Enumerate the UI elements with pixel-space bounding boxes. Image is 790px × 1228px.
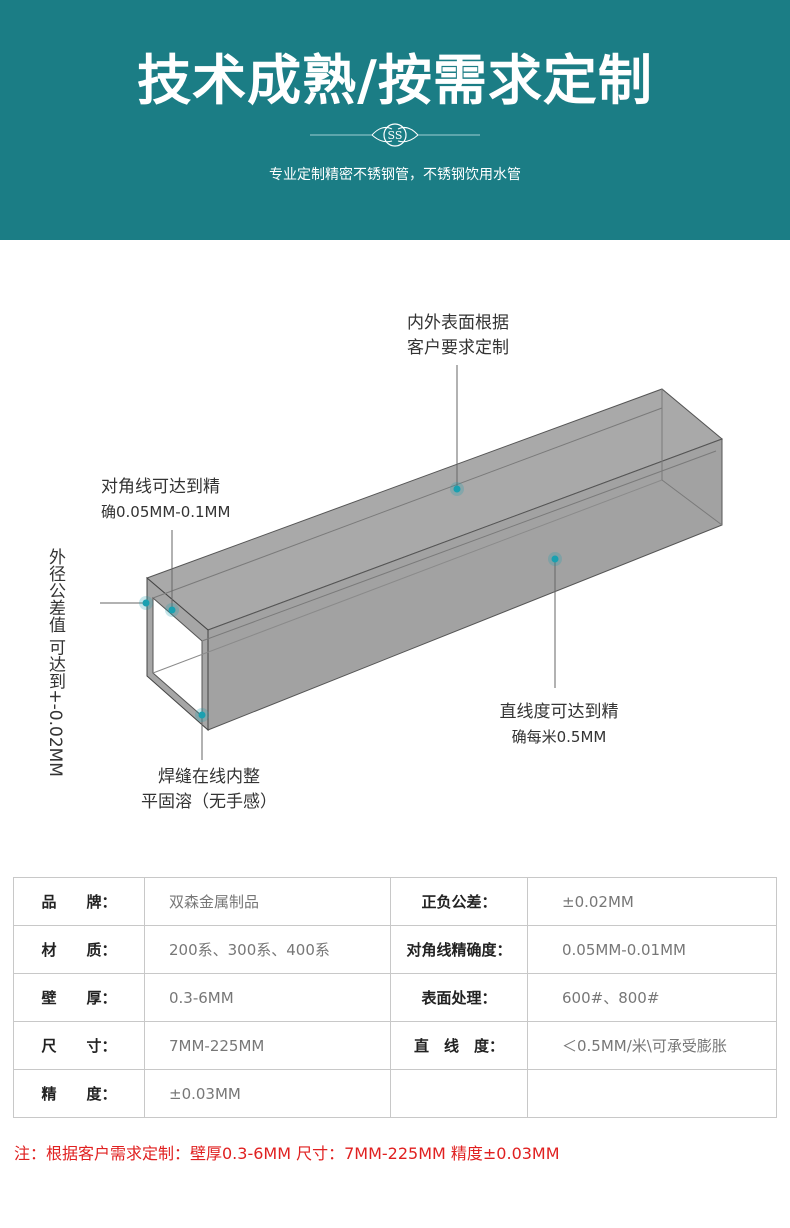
tube-illustration [100, 365, 723, 760]
svg-text:SS: SS [388, 129, 403, 142]
custom-note: 注：根据客户需求定制：壁厚0.3-6MM 尺寸：7MM-225MM 精度±0.0… [14, 1144, 560, 1163]
marker-straightness-icon [548, 552, 562, 566]
callout-diagonal: 对角线可达到精 确0.05MM-0.1MM [101, 477, 231, 521]
spec-key: 精 度： [13, 1069, 145, 1118]
spec-value: 7MM-225MM [144, 1021, 391, 1070]
page-subtitle: 专业定制精密不锈钢管，不锈钢饮用水管 [269, 167, 521, 183]
table-row: 材 质： 200系、300系、400系 对角线精确度： 0.05MM-0.01M… [13, 925, 777, 974]
spec-key: 直 线 度： [390, 1021, 528, 1070]
spec-value: 200系、300系、400系 [144, 925, 391, 974]
spec-value: ±0.03MM [144, 1069, 391, 1118]
spec-value [527, 1069, 777, 1118]
spec-key [390, 1069, 528, 1118]
spec-value: ±0.02MM [527, 877, 777, 926]
spec-value: 0.3-6MM [144, 973, 391, 1022]
spec-key: 壁 厚： [13, 973, 145, 1022]
table-row: 壁 厚： 0.3-6MM 表面处理： 600#、800# [13, 973, 777, 1022]
spec-key: 材 质： [13, 925, 145, 974]
marker-weld-icon [195, 708, 209, 722]
spec-value: 600#、800# [527, 973, 777, 1022]
spec-key: 正负公差： [390, 877, 528, 926]
callout-surface: 内外表面根据 客户要求定制 [407, 313, 509, 358]
spec-key: 表面处理： [390, 973, 528, 1022]
brand-emblem-icon: SS [310, 123, 480, 147]
spec-value: 0.05MM-0.01MM [527, 925, 777, 974]
spec-table: 品 牌： 双森金属制品 正负公差： ±0.02MM 材 质： 200系、300系… [13, 877, 777, 1118]
spec-key: 尺 寸： [13, 1021, 145, 1070]
marker-surface-icon [450, 482, 464, 496]
tube-diagram: 内外表面根据 客户要求定制 对角线可达到精 确0.05MM-0.1MM 外径公差… [0, 240, 790, 860]
spec-value: 双森金属制品 [144, 877, 391, 926]
spec-key: 对角线精确度： [390, 925, 528, 974]
table-row: 尺 寸： 7MM-225MM 直 线 度： ＜0.5MM/米\可承受膨胀 [13, 1021, 777, 1070]
table-row: 品 牌： 双森金属制品 正负公差： ±0.02MM [13, 877, 777, 926]
callout-straightness: 直线度可达到精 确每米0.5MM [499, 702, 619, 746]
marker-diagonal-icon [165, 603, 179, 617]
spec-value: ＜0.5MM/米\可承受膨胀 [527, 1021, 777, 1070]
callout-outer-diameter: 外径公差值 可达到+-0.02MM [45, 548, 65, 777]
table-row: 精 度： ±0.03MM [13, 1069, 777, 1118]
marker-outer-icon [139, 596, 153, 610]
page-title: 技术成熟/按需求定制 [137, 48, 653, 112]
spec-key: 品 牌： [13, 877, 145, 926]
callout-weld: 焊缝在线内整 平固溶（无手感） [141, 767, 277, 812]
header-banner: 技术成熟/按需求定制 SS 专业定制精密不锈钢管，不锈钢饮用水管 [0, 0, 790, 240]
